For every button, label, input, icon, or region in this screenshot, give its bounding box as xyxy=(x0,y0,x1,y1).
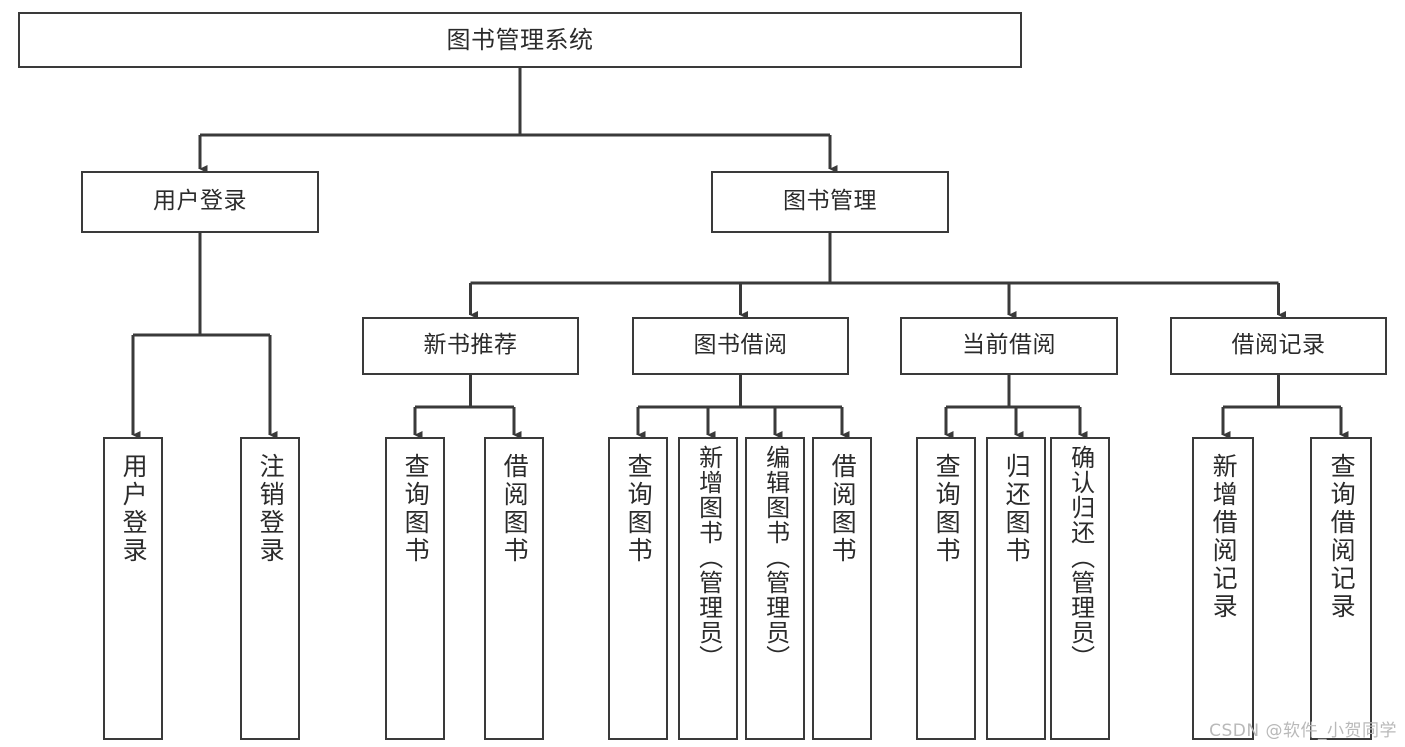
node-user-login-label: 用户登录 xyxy=(153,188,247,215)
node-current-borrow-label: 当前借阅 xyxy=(962,332,1056,359)
node-borrow-record[interactable]: 借阅记录 xyxy=(1170,317,1387,375)
node-borrow-record-label: 借阅记录 xyxy=(1231,332,1326,359)
node-leaf-query-book-2-label: 查询图书 xyxy=(624,453,654,565)
node-leaf-add-record-label: 新增借阅记录 xyxy=(1209,453,1239,621)
node-leaf-borrow-book-1-label: 借阅图书 xyxy=(500,453,530,565)
node-leaf-query-record[interactable]: 查询借阅记录 xyxy=(1310,437,1372,740)
node-book-management[interactable]: 图书管理 xyxy=(711,171,949,233)
node-new-book-recommend-label: 新书推荐 xyxy=(423,332,518,359)
node-leaf-query-book-2[interactable]: 查询图书 xyxy=(608,437,668,740)
node-user-login[interactable]: 用户登录 xyxy=(81,171,319,233)
node-leaf-return-book[interactable]: 归还图书 xyxy=(986,437,1046,740)
csdn-watermark: CSDN @软件_小贺同学 xyxy=(1209,721,1397,741)
node-leaf-query-book-1-label: 查询图书 xyxy=(401,453,431,565)
node-leaf-borrow-book-2-label: 借阅图书 xyxy=(828,453,858,565)
node-root[interactable]: 图书管理系统 xyxy=(18,12,1022,68)
node-leaf-user-login[interactable]: 用户登录 xyxy=(103,437,163,740)
node-new-book-recommend[interactable]: 新书推荐 xyxy=(362,317,579,375)
node-leaf-query-book-3[interactable]: 查询图书 xyxy=(916,437,976,740)
node-leaf-add-record[interactable]: 新增借阅记录 xyxy=(1192,437,1254,740)
node-current-borrow[interactable]: 当前借阅 xyxy=(900,317,1118,375)
node-leaf-logout-login-label: 注销登录 xyxy=(256,453,286,565)
node-leaf-query-book-3-label: 查询图书 xyxy=(932,453,962,565)
node-root-label: 图书管理系统 xyxy=(446,25,594,54)
node-leaf-borrow-book-1[interactable]: 借阅图书 xyxy=(484,437,544,740)
node-leaf-borrow-book-2[interactable]: 借阅图书 xyxy=(812,437,872,740)
node-book-management-label: 图书管理 xyxy=(783,188,877,215)
node-leaf-confirm-return[interactable]: 确认归还（管理员） xyxy=(1050,437,1110,740)
node-leaf-query-record-label: 查询借阅记录 xyxy=(1327,453,1357,621)
node-leaf-confirm-return-label: 确认归还（管理员） xyxy=(1066,445,1095,670)
node-leaf-add-book-admin-label: 新增图书（管理员） xyxy=(694,445,723,670)
node-leaf-logout-login[interactable]: 注销登录 xyxy=(240,437,300,740)
node-leaf-edit-book-admin[interactable]: 编辑图书（管理员） xyxy=(745,437,805,740)
node-leaf-user-login-label: 用户登录 xyxy=(119,453,149,565)
node-leaf-return-book-label: 归还图书 xyxy=(1002,453,1032,565)
node-book-borrow[interactable]: 图书借阅 xyxy=(632,317,849,375)
node-leaf-edit-book-admin-label: 编辑图书（管理员） xyxy=(761,445,790,670)
connector-lines xyxy=(131,68,1349,440)
node-leaf-query-book-1[interactable]: 查询图书 xyxy=(385,437,445,740)
node-book-borrow-label: 图书借阅 xyxy=(693,332,788,359)
node-leaf-add-book-admin[interactable]: 新增图书（管理员） xyxy=(678,437,738,740)
